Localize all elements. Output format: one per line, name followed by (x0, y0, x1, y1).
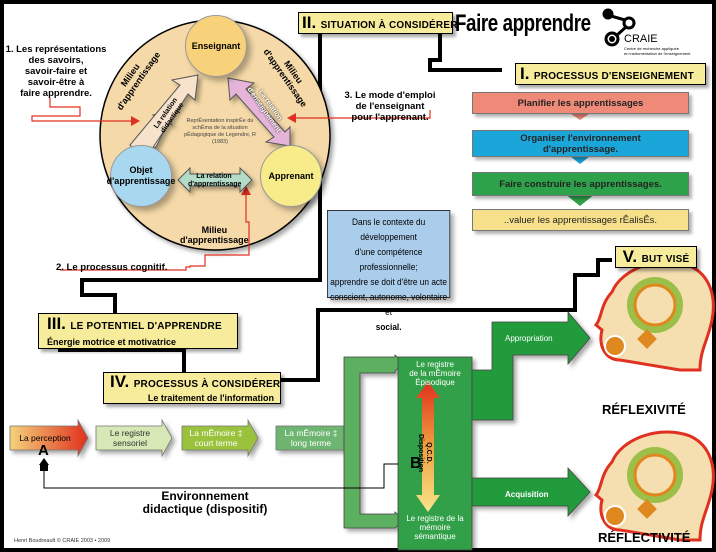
node-objet-label-1: Objet (129, 165, 153, 175)
craie-logo-name: CRAIE (624, 33, 658, 45)
step-construct: Faire construire les apprentissages. (472, 172, 689, 196)
relation-apprentissage-arrow (177, 166, 253, 194)
step-plan-label: Planifier les apprentissages (517, 97, 644, 109)
outcome-reflectivite: RÉFLECTIVITÉ (598, 530, 691, 545)
section-5-box: V. BUT VISÉ (615, 246, 697, 268)
step-construct-label: Faire construire les apprentissages. (499, 178, 662, 190)
annotation-1: 1. Les représentations des savoirs, savo… (5, 44, 107, 99)
craie-logo-icon (602, 8, 636, 47)
qcd-label: Q.C.D.Disposition (417, 433, 433, 473)
section-5-label: BUT VISÉ (641, 254, 690, 265)
step-plan: Planifier les apprentissages (472, 92, 689, 114)
flow-perception-label: La perception (19, 433, 71, 443)
head-icon-reflectivite (593, 430, 715, 542)
annotation-arrowheads (131, 113, 296, 195)
context-line-3: apprendre se doit d'être un acte (330, 277, 447, 287)
context-line-5: social. (375, 322, 402, 332)
craie-logo-subtitle-1: Centre de recherche appliquée (624, 46, 679, 51)
appropriation-label: Appropriation (505, 334, 553, 343)
step-organize-label-1: Organiser l'environnement (520, 132, 641, 144)
context-line-1: Dans le contexte du développement (352, 217, 426, 242)
annotation-lines (31, 98, 431, 271)
context-box: Dans le contexte du développement d'une … (327, 210, 451, 332)
section-4-box: IV. PROCESSUS À CONSIDÉRER Le traitement… (103, 372, 281, 404)
marker-a: A (38, 442, 49, 459)
step-organize-label-2: d'apprentissage. (542, 143, 619, 155)
annotation-3: 3. Le mode d'emploi de l'enseignant pour… (344, 90, 436, 123)
section-3-box: III. LE POTENTIEL D'APPRENDRE Énergie mo… (38, 313, 238, 349)
qcd-double-arrow (416, 382, 440, 512)
context-line-4: conscient, autonome, volontaire et (330, 292, 448, 317)
section-5-roman: V. (622, 247, 638, 266)
head-icon-reflexivite (593, 260, 715, 372)
craie-logo-subtitle-2: en instrumentation de l'enseignement (624, 51, 691, 56)
memory-structure (343, 310, 591, 551)
step-evaluate-label: ..valuer les apprentissages rÊalisÊs. (503, 214, 658, 226)
outcome-reflexivite: RÉFLEXIVITÉ (602, 402, 686, 417)
flow-long-term-label: La mÊmoire ‡long terme (284, 428, 338, 448)
footer-credit: Henri Boudreault © CRAIE 2003 • 2009 (14, 538, 111, 544)
node-enseignant: Enseignant (185, 15, 247, 77)
acquisition-label: Acquisition (505, 490, 549, 499)
page-title: Faire apprendre (455, 10, 591, 37)
node-objet-label-2: d'apprentissage (106, 176, 176, 186)
relation-didactique-arrow (129, 74, 199, 156)
node-apprenant: Apprenant (260, 145, 322, 207)
section-4-label: PROCESSUS À CONSIDÉRER (133, 379, 281, 390)
marker-a-arrows (39, 458, 49, 471)
section-1-box: I. PROCESSUS D'ENSEIGNEMENT (515, 63, 706, 85)
section-3-label: LE POTENTIEL D'APPRENDRE (70, 321, 222, 332)
section-2-box: II. SITUATION À CONSIDÉRER (298, 12, 457, 34)
step-organize: Organiser l'environnement d'apprentissag… (472, 130, 689, 157)
annotation-2: 2. Le processus cognitif. (56, 262, 168, 273)
section-3-roman: III. (47, 314, 66, 333)
section-1-label: PROCESSUS D'ENSEIGNEMENT (533, 71, 694, 82)
context-line-2: d'une compétence professionnelle; (354, 247, 423, 272)
node-apprenant-label: Apprenant (268, 170, 314, 181)
marker-b: B (410, 455, 422, 472)
section-4-sub: Le traitement de l'information (147, 393, 274, 403)
section-4-roman: IV. (110, 372, 130, 391)
info-flow-arrows (9, 418, 347, 458)
section-2-label: SITUATION À CONSIDÉRER (320, 20, 458, 31)
node-objet: Objet d'apprentissage (107, 145, 175, 207)
section-1-roman: I. (520, 64, 530, 83)
step-evaluate: ..valuer les apprentissages rÊalisÊs. (472, 209, 689, 231)
environment-feedback-lines (43, 463, 398, 489)
node-enseignant-label: Enseignant (191, 40, 241, 51)
source-note: ReprÊsentation inspirÊe du schÊma de la … (184, 118, 256, 145)
section-3-sub: Énergie motrice et motivatrice (47, 337, 177, 347)
flow-short-term-label: La mÊmoire ‡court terme (189, 428, 243, 448)
section-2-roman: II. (302, 13, 317, 32)
